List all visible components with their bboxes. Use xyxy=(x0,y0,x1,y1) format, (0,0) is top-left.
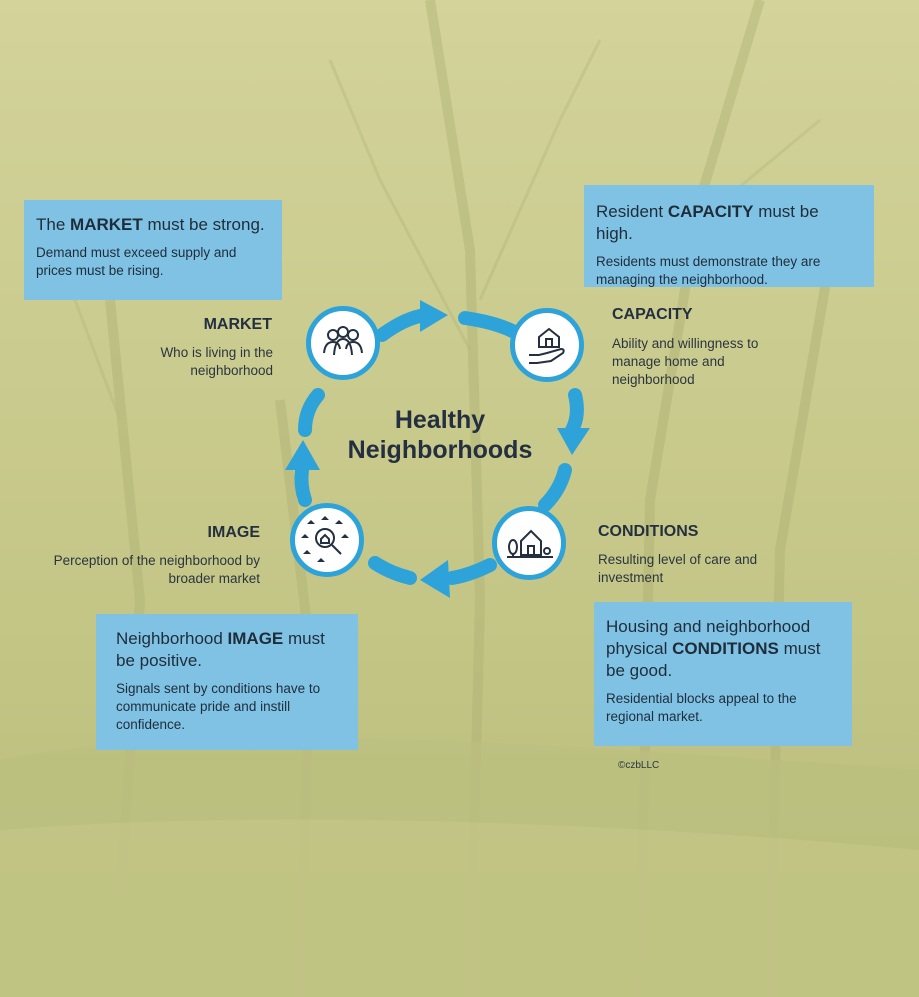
image-callout: Neighborhood IMAGE must be positive. Sig… xyxy=(96,614,358,750)
market-callout-pre: The xyxy=(36,215,71,234)
center-title: Healthy Neighborhoods xyxy=(320,405,560,465)
conditions-callout-bold: CONDITIONS xyxy=(672,639,779,658)
capacity-callout-pre: Resident xyxy=(596,202,668,221)
image-callout-pre: Neighborhood xyxy=(116,629,228,648)
people-group-icon xyxy=(323,326,363,356)
market-callout-post: must be strong. xyxy=(142,215,265,234)
image-desc: Perception of the neighborhood by broade… xyxy=(53,553,260,586)
market-callout-sub: Demand must exceed supply and prices mus… xyxy=(36,245,237,278)
market-title: MARKET xyxy=(203,316,272,333)
conditions-callout-sub: Residential blocks appeal to the regiona… xyxy=(606,691,797,724)
house-with-trees-icon xyxy=(507,529,553,558)
conditions-callout-heading: Housing and neighborhood physical CONDIT… xyxy=(606,616,838,682)
capacity-desc: Ability and willingness to manage home a… xyxy=(612,336,759,387)
image-callout-sub: Signals sent by conditions have to commu… xyxy=(116,681,321,732)
market-callout-bold: MARKET xyxy=(70,215,143,234)
image-callout-bold: IMAGE xyxy=(227,629,284,648)
conditions-callout-pre: Housing and neighborhood physical xyxy=(606,617,811,658)
conditions-title: CONDITIONS xyxy=(598,523,699,540)
conditions-desc: Resulting level of care and investment xyxy=(598,552,758,585)
hand-holding-house-icon xyxy=(529,327,565,364)
market-desc: Who is living in the neighborhood xyxy=(160,345,273,378)
copyright: ©czbLLC xyxy=(618,760,660,771)
image-callout-heading: Neighborhood IMAGE must be positive. xyxy=(116,628,344,672)
image-callout-post: must be positive. xyxy=(116,629,325,670)
capacity-callout-post: must be high. xyxy=(596,202,819,243)
image-title: IMAGE xyxy=(207,524,260,541)
image-node xyxy=(290,503,364,577)
capacity-callout-sub: Residents must demonstrate they are mana… xyxy=(596,254,821,287)
magnifier-house-icon xyxy=(301,516,349,562)
conditions-callout-post: must be good. xyxy=(606,639,821,680)
capacity-title: CAPACITY xyxy=(612,306,693,323)
conditions-node xyxy=(492,506,566,580)
capacity-node xyxy=(510,308,584,382)
center-title-line2: Neighborhoods xyxy=(347,436,533,464)
market-callout-heading: The MARKET must be strong. xyxy=(36,214,270,236)
capacity-callout-heading: Resident CAPACITY must be high. xyxy=(596,201,860,245)
center-title-line1: Healthy xyxy=(394,406,486,434)
market-node xyxy=(306,306,380,380)
market-callout: The MARKET must be strong. Demand must e… xyxy=(24,200,282,300)
capacity-callout: Resident CAPACITY must be high. Resident… xyxy=(584,185,874,287)
conditions-callout: Housing and neighborhood physical CONDIT… xyxy=(594,602,852,746)
capacity-callout-bold: CAPACITY xyxy=(667,202,754,221)
